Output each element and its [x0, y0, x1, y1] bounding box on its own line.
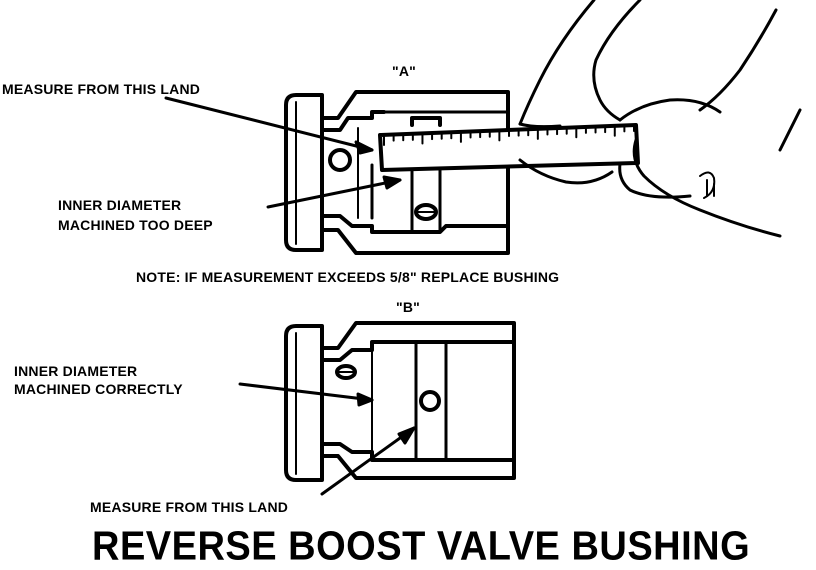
view-b-label: "B" — [396, 299, 420, 315]
ruler-scale — [378, 123, 640, 172]
diagram-title: REVERSE BOOST VALVE BUSHING — [92, 524, 751, 570]
bushing-b-drawing — [284, 321, 516, 482]
inner-diameter-correct-label-line1: INNER DIAMETER — [14, 363, 138, 379]
leader-lines-b — [238, 382, 416, 496]
measure-from-land-label-a: MEASURE FROM THIS LAND — [2, 81, 201, 97]
leader-lines-a — [164, 96, 402, 209]
hand-drawing — [518, 0, 802, 238]
view-a-label: "A" — [392, 63, 416, 79]
measure-from-land-label-b: MEASURE FROM THIS LAND — [90, 499, 289, 515]
inner-diameter-deep-label-line1: INNER DIAMETER — [58, 197, 182, 213]
note-text: NOTE: IF MEASUREMENT EXCEEDS 5/8" REPLAC… — [136, 269, 560, 285]
bushing-a-drawing — [284, 90, 510, 255]
inner-diameter-deep-label-line2: MACHINED TOO DEEP — [58, 217, 213, 233]
inner-diameter-correct-label-line2: MACHINED CORRECTLY — [14, 381, 183, 397]
